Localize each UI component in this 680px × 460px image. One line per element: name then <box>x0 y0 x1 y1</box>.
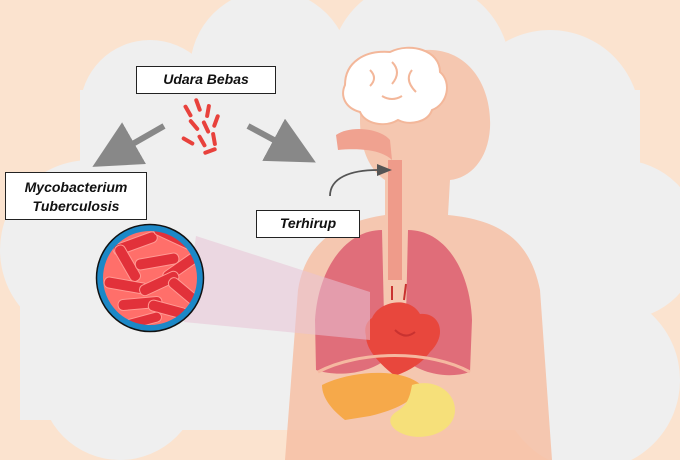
airway <box>336 128 392 160</box>
arrow-to-bacterium <box>92 122 166 167</box>
brain-icon <box>342 46 448 126</box>
arrows <box>92 118 316 167</box>
liver-icon <box>322 372 420 420</box>
inhale-arrowhead <box>377 164 392 176</box>
free-air-label: Udara Bebas <box>136 66 276 94</box>
bacteria-icon <box>181 98 220 155</box>
inhale-arrow <box>329 169 379 197</box>
stomach-icon <box>390 383 455 437</box>
free-air-text: Udara Bebas <box>163 71 249 87</box>
magnifier-beam <box>184 236 370 340</box>
magnifier-icon <box>95 223 205 333</box>
inhaled-label: Terhirup <box>256 210 360 238</box>
arrow-to-body <box>246 118 316 163</box>
diaphragm <box>317 354 471 374</box>
bacterium-label: Mycobacterium Tuberculosis <box>5 172 147 220</box>
bacterium-name-line2: Tuberculosis <box>32 198 120 214</box>
bacterium-name-line1: Mycobacterium <box>24 179 128 195</box>
human-body <box>285 46 552 460</box>
inhaled-text: Terhirup <box>279 215 337 231</box>
